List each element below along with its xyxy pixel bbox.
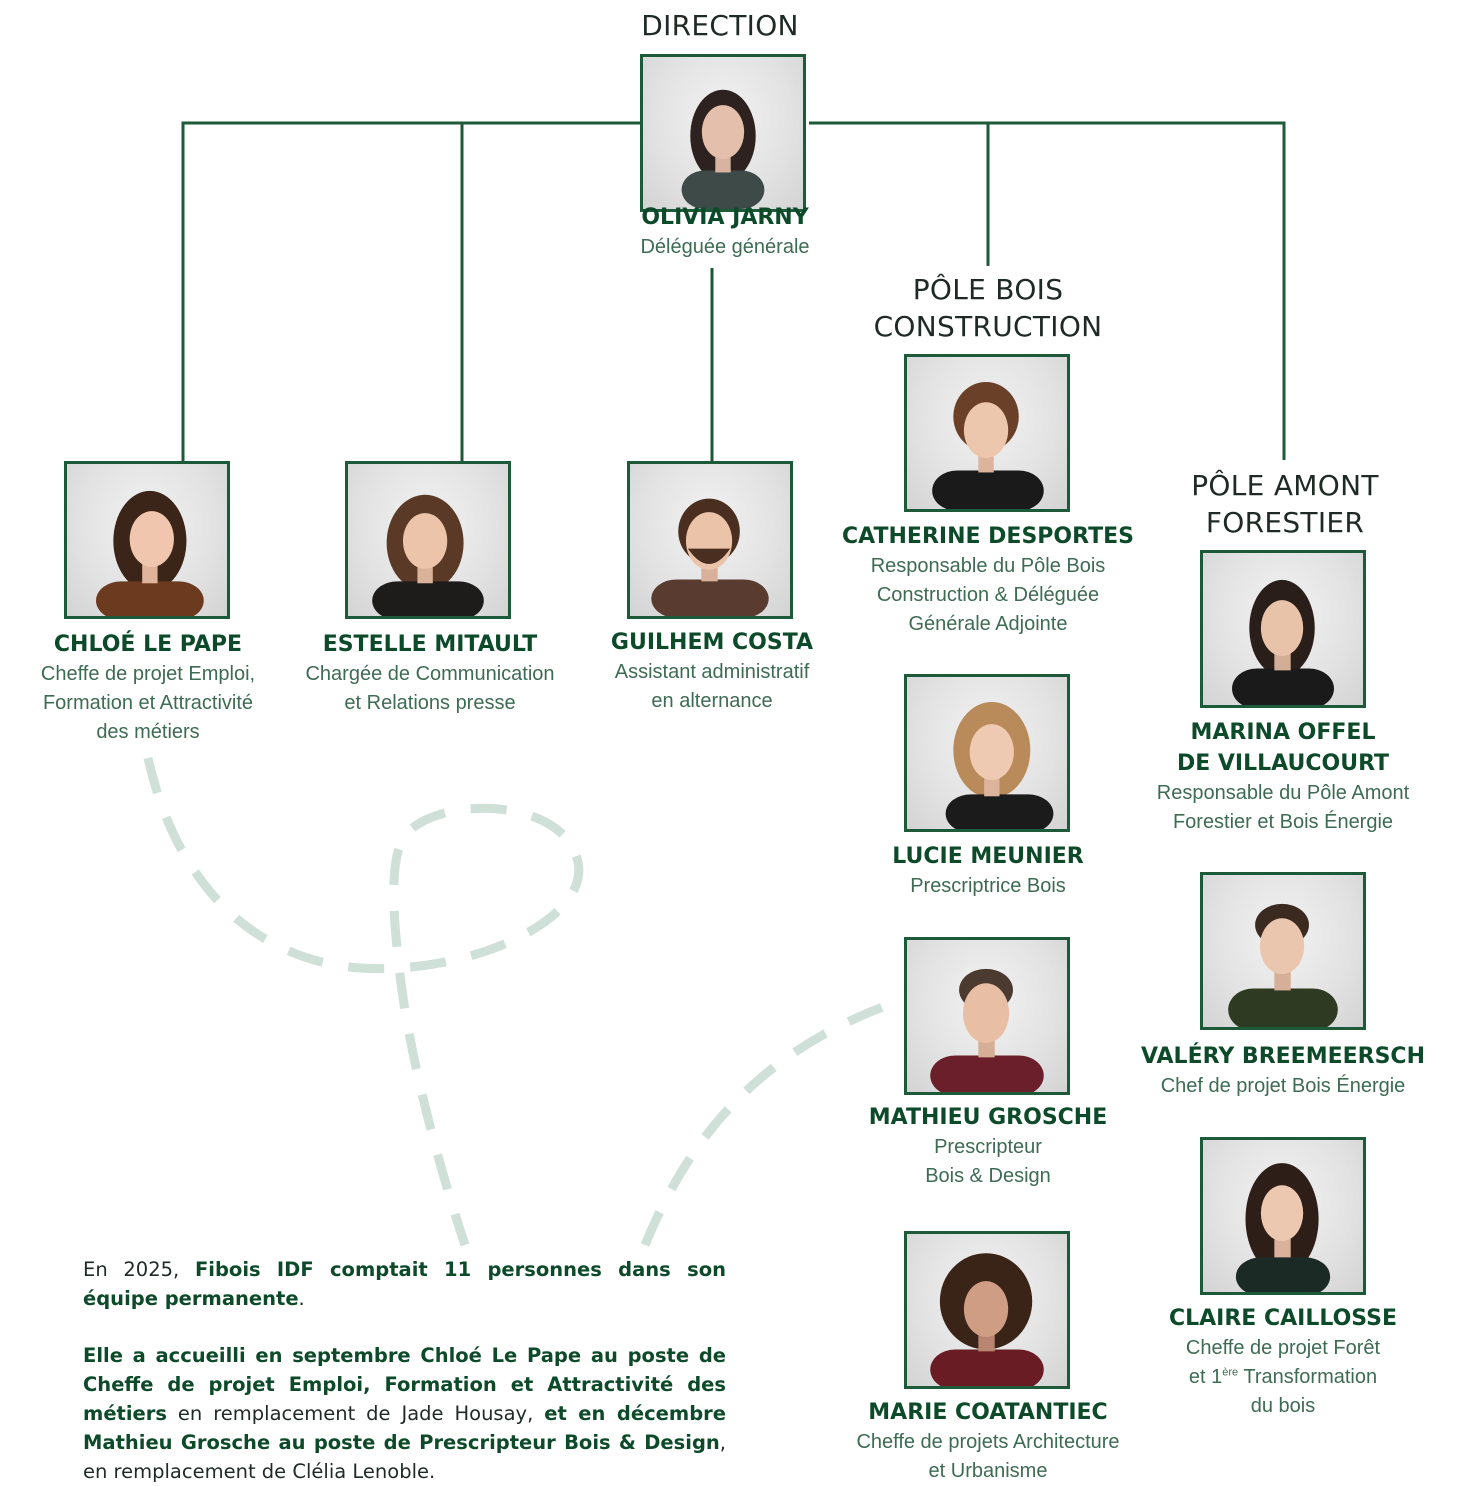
portrait-claire-caillosse	[1200, 1137, 1366, 1295]
portrait-catherine-desportes	[904, 354, 1070, 512]
heading-direction: DIRECTION	[641, 9, 799, 42]
person-role: Prescriptrice Bois	[910, 875, 1066, 897]
recruitment-paragraph: Elle a accueilli en septembre Chloé Le P…	[83, 1344, 726, 1483]
heading-pole-bois-construction: PÔLE BOIS CONSTRUCTION	[873, 273, 1103, 343]
person-name: CATHERINE DESPORTES	[842, 524, 1134, 549]
person-lucie-meunier: LUCIE MEUNIER Prescriptrice Bois	[848, 841, 1128, 901]
heading-pole-amont-forestier: PÔLE AMONT FORESTIER	[1191, 469, 1379, 539]
portrait-marina-offel-de-villaucourt	[1200, 550, 1366, 708]
portrait-olivia-jarny	[640, 54, 806, 212]
person-name: LUCIE MEUNIER	[892, 844, 1084, 869]
person-valery-breemeersch: VALÉRY BREEMEERSCH Chef de projet Bois É…	[1133, 1041, 1433, 1101]
portrait-mathieu-grosche	[904, 937, 1070, 1095]
portrait-guilhem-costa	[627, 461, 793, 619]
portrait-valery-breemeersch	[1200, 872, 1366, 1030]
person-claire-caillosse: CLAIRE CAILLOSSE Cheffe de projet Forêt …	[1143, 1303, 1423, 1421]
person-name: GUILHEM COSTA	[610, 630, 814, 655]
person-name: CHLOÉ LE PAPE	[53, 632, 243, 657]
person-olivia-jarny: OLIVIA JARNY Déléguée générale	[565, 202, 885, 262]
person-role: Cheffe de projet Forêt et 1ère Transform…	[1185, 1337, 1381, 1417]
person-name: MARIE COATANTIEC	[868, 1400, 1108, 1425]
person-chloe-le-pape: CHLOÉ LE PAPE Cheffe de projet Emploi,Fo…	[8, 629, 288, 747]
person-role: Chef de projet Bois Énergie	[1160, 1075, 1406, 1097]
person-name: VALÉRY BREEMEERSCH	[1141, 1044, 1425, 1069]
person-name: CLAIRE CAILLOSSE	[1168, 1306, 1398, 1331]
person-name: ESTELLE MITAULT	[322, 632, 538, 657]
person-name: MATHIEU GROSCHE	[868, 1105, 1108, 1130]
portrait-chloe-le-pape	[64, 461, 230, 619]
person-catherine-desportes: CATHERINE DESPORTES Responsable du Pôle …	[828, 521, 1148, 639]
portrait-estelle-mitault	[345, 461, 511, 619]
person-name: OLIVIA JARNY	[641, 205, 809, 230]
person-estelle-mitault: ESTELLE MITAULT Chargée de Communication…	[285, 629, 575, 718]
person-marie-coatantiec: MARIE COATANTIEC Cheffe de projets Archi…	[828, 1397, 1148, 1486]
person-role: Déléguée générale	[640, 236, 810, 258]
portrait-lucie-meunier	[904, 674, 1070, 832]
portrait-marie-coatantiec	[904, 1231, 1070, 1389]
person-role: Cheffe de projet Emploi,Formation et Att…	[40, 663, 256, 743]
intro-paragraph: En 2025, Fibois IDF comptait 11 personne…	[83, 1258, 726, 1310]
